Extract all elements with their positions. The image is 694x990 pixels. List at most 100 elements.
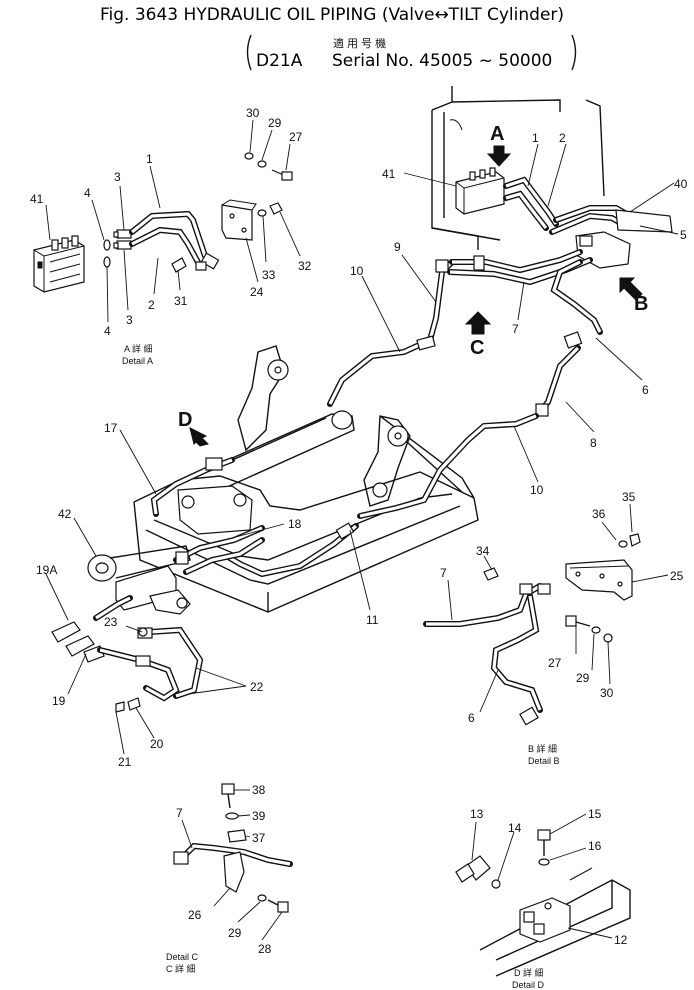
clamp-26 [223, 851, 245, 893]
callout: 37 [252, 831, 266, 845]
view-arrow-d: D [178, 409, 209, 447]
view-arrow-c: C [464, 311, 492, 359]
callout: 24 [250, 285, 264, 299]
bracket-25 [565, 559, 633, 601]
callout: 11 [366, 613, 379, 627]
detail-a-caption-en: Detail A [122, 356, 153, 366]
valve-mount-assembly [431, 86, 673, 269]
callout: 2 [559, 131, 566, 145]
callout: 19A [36, 563, 57, 577]
callout: 31 [174, 294, 188, 308]
callout: 25 [670, 569, 684, 583]
fitting-13 [455, 855, 491, 883]
bracket-24 [221, 199, 257, 241]
callout: 13 [470, 807, 484, 821]
o-ring-14 [491, 879, 501, 889]
callout: 42 [58, 507, 72, 521]
callout: 27 [289, 130, 303, 144]
detail-b-caption-jp: B 詳 細 [528, 743, 557, 754]
callout: 27 [548, 656, 562, 670]
block-12 [519, 897, 571, 943]
pipe-1-2 [129, 210, 220, 271]
washer-29 [257, 894, 267, 902]
callout: 3 [126, 313, 133, 327]
callout: 1 [532, 131, 539, 145]
callout: 1 [146, 152, 153, 166]
callout: 10 [350, 264, 364, 278]
detail-d-caption-en: Detail D [512, 980, 545, 990]
callout: 35 [622, 490, 636, 504]
fitting-31 [171, 257, 187, 273]
view-arrow-d-label: D [178, 409, 192, 431]
nut-32 [269, 202, 283, 215]
plate-37 [227, 829, 247, 843]
callout: 15 [588, 807, 602, 821]
callout: 39 [252, 809, 266, 823]
callout: 30 [246, 106, 260, 120]
title-paren-right [571, 34, 577, 71]
callout: 9 [394, 240, 401, 254]
detail-d-caption-jp: D 詳 細 [514, 967, 544, 978]
callout: 20 [150, 737, 164, 751]
detail-a: 41 4 3 1 3 4 2 31 30 29 27 24 33 32 A 詳 … [30, 106, 312, 366]
callout: 21 [118, 755, 132, 769]
main-frame [87, 345, 479, 615]
callout: 10 [530, 483, 544, 497]
callout: 32 [298, 259, 312, 273]
callout: 17 [104, 421, 118, 435]
o-ring-4a [103, 239, 111, 251]
callout: 29 [228, 926, 242, 940]
detail-b-caption-en: Detail B [528, 756, 560, 766]
clip-34 [483, 567, 499, 581]
hose-group-22 [51, 595, 204, 713]
callout: 41 [30, 192, 44, 206]
detail-c-caption-en: Detail C [166, 952, 199, 962]
title-model: D21A [256, 51, 303, 71]
callout: 40 [674, 177, 688, 191]
detail-c: 38 39 7 37 26 29 28 Detail C C 詳 細 [166, 783, 293, 974]
callout: 7 [512, 322, 519, 336]
callout: 22 [250, 680, 264, 694]
washer-29 [257, 160, 267, 168]
detail-a-callouts: 41 4 3 1 3 4 2 31 30 29 27 24 33 32 A 詳 … [30, 106, 312, 366]
washer-39 [225, 812, 239, 820]
main-leaders [45, 143, 679, 755]
bolt-15 [537, 829, 551, 856]
detail-d: 13 14 15 16 12 D 詳 細 Detail D [455, 807, 631, 990]
main-piping [150, 249, 603, 578]
washer-30 [244, 152, 254, 160]
bolt-27 [271, 169, 293, 181]
callout: 18 [288, 517, 302, 531]
callout: 41 [382, 167, 396, 181]
bolt-28 [267, 899, 289, 913]
callout: 3 [114, 170, 121, 184]
washer-29 [591, 626, 601, 634]
callout: 5 [680, 228, 687, 242]
view-arrow-b: B [619, 277, 648, 315]
callout: 23 [104, 615, 118, 629]
title-serial: Serial No. 45005 ~ 50000 [332, 51, 552, 71]
title-paren-left [246, 34, 252, 71]
callout: 33 [262, 268, 276, 282]
main-callouts: 41 1 2 40 5 9 10 7 6 8 10 17 42 18 19A 1… [36, 131, 688, 769]
callout: 26 [188, 908, 202, 922]
control-valve-41 [455, 167, 505, 215]
callout: 12 [614, 933, 628, 947]
view-arrow-b-label: B [634, 293, 648, 315]
view-arrow-a-label: A [490, 123, 504, 145]
washer-30 [603, 633, 613, 643]
title-applicable-jp: 適 用 号 機 [333, 36, 386, 50]
washer-33 [257, 209, 267, 217]
detail-c-caption-jp: C 詳 細 [166, 963, 196, 974]
callout: 7 [440, 566, 447, 580]
detail-a-caption-jp: A 詳 細 [124, 343, 153, 354]
callout: 36 [592, 507, 606, 521]
valve-block-41 [33, 235, 85, 293]
bolt-27 [565, 615, 591, 627]
view-arrow-c-label: C [470, 337, 484, 359]
callout: 29 [268, 116, 282, 130]
callout: 16 [588, 839, 602, 853]
washer-16 [538, 858, 550, 866]
callout: 6 [642, 383, 649, 397]
callout: 7 [176, 806, 183, 820]
